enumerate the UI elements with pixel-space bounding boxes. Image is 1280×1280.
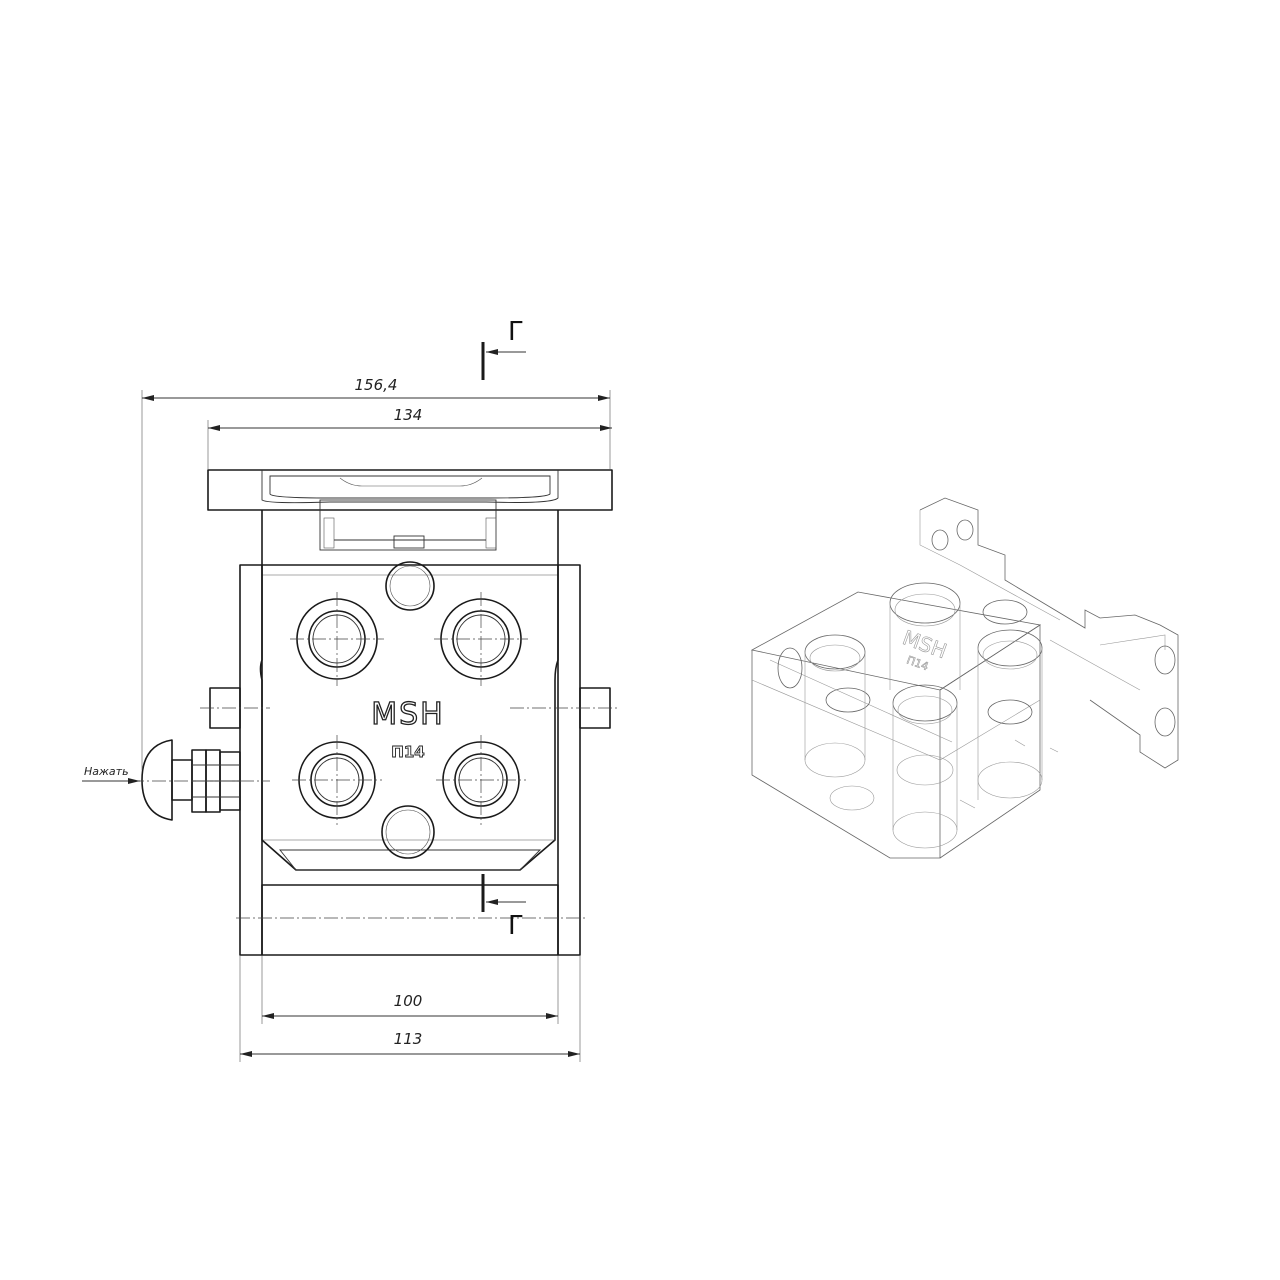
front-view: MSH П14	[130, 469, 620, 956]
port-upper-left	[290, 592, 384, 686]
top-flange	[207, 469, 613, 551]
dimension-inner-width: 100	[394, 992, 423, 1010]
model-text: П14	[391, 743, 424, 761]
logo-text: MSH	[371, 697, 445, 732]
dimension-body-width: 134	[394, 406, 423, 424]
dimension-base-width: 113	[394, 1030, 423, 1048]
push-button	[130, 739, 270, 821]
hole-bottom	[381, 805, 435, 859]
hole-top	[385, 561, 435, 611]
section-mark-top: Г	[481, 317, 526, 380]
dimension-lines: 156,4 134 100 113 Нажать	[82, 376, 612, 1062]
body-neck	[261, 510, 559, 565]
section-label-top: Г	[508, 317, 524, 347]
isometric-view: MSH П14	[750, 497, 1179, 859]
main-body	[259, 564, 559, 871]
press-label: Нажать	[84, 765, 129, 778]
section-mark-bottom: Г	[481, 874, 526, 941]
mounting-holes	[290, 561, 528, 859]
side-pins	[200, 687, 620, 729]
port-lower-left	[292, 735, 382, 825]
port-upper-right	[434, 592, 528, 686]
dimension-overall-width: 156,4	[355, 376, 398, 394]
port-lower-right	[436, 735, 526, 825]
section-label-bottom: Г	[508, 911, 524, 941]
